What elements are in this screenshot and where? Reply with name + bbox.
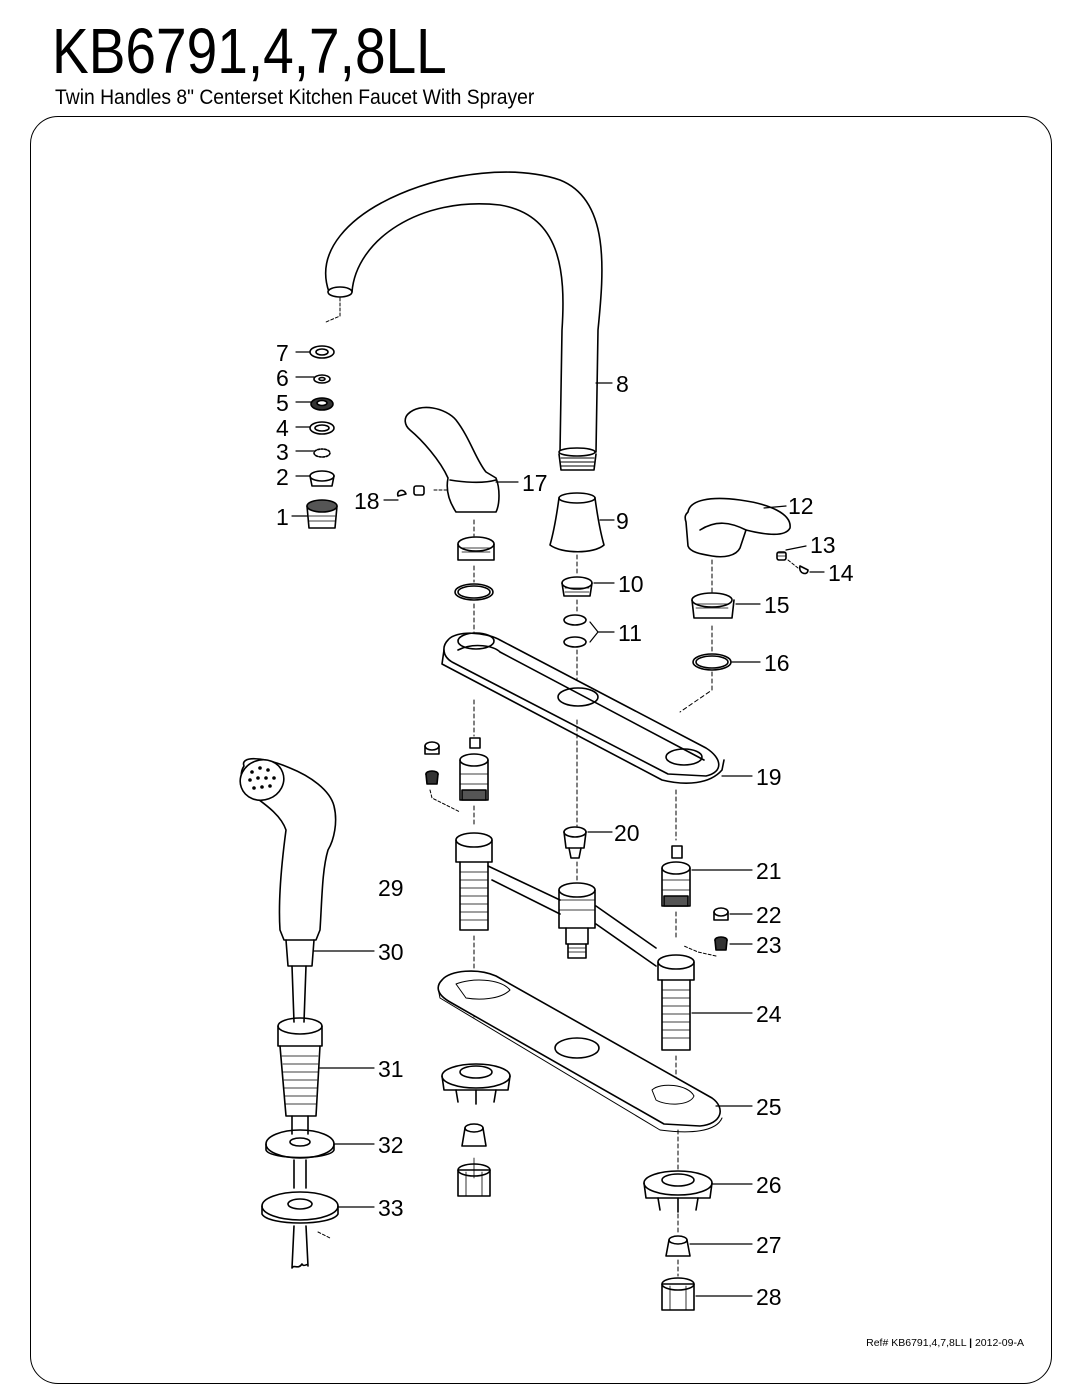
part-label-22: 22 <box>756 902 782 928</box>
leader-lines <box>291 351 825 1297</box>
model-number: KB6791,4,7,8LL <box>52 15 447 87</box>
part-label-14: 14 <box>828 560 854 586</box>
ref-label: Ref# <box>866 1337 889 1349</box>
part-label-17: 17 <box>522 470 548 496</box>
spout-base-drawing <box>549 492 605 691</box>
part-label-5: 5 <box>276 390 289 416</box>
sprayer-drawing <box>239 757 339 1269</box>
part-label-32: 32 <box>378 1132 404 1158</box>
escutcheon-drawing <box>441 632 725 784</box>
ref-date: 2012-09-A <box>974 1337 1024 1349</box>
left-handle-drawing <box>396 406 500 643</box>
reference-footer: Ref# KB6791,4,7,8LL | 2012-09-A <box>866 1337 1024 1349</box>
left-cartridge-drawing <box>424 699 489 827</box>
diverter-drawing <box>563 719 587 881</box>
part-label-11: 11 <box>618 620 642 646</box>
part-label-4: 4 <box>276 415 289 441</box>
part-label-2: 2 <box>276 464 289 490</box>
ref-value: KB6791,4,7,8LL <box>891 1337 967 1349</box>
part-label-7: 7 <box>276 340 289 366</box>
part-label-33: 33 <box>378 1195 404 1221</box>
part-label-27: 27 <box>756 1232 782 1258</box>
base-gasket-drawing <box>437 970 723 1133</box>
part-label-25: 25 <box>756 1094 782 1120</box>
aerator-stack <box>306 345 338 529</box>
part-label-31: 31 <box>378 1056 404 1082</box>
part-label-23: 23 <box>756 932 782 958</box>
part-label-30: 30 <box>378 939 404 965</box>
diagram-subtitle: Twin Handles 8" Centerset Kitchen Faucet… <box>55 86 535 109</box>
part-label-21: 21 <box>756 858 782 884</box>
part-label-29: 29 <box>378 875 404 901</box>
part-label-28: 28 <box>756 1284 782 1310</box>
part-label-8: 8 <box>616 371 629 397</box>
part-label-10: 10 <box>618 571 644 597</box>
part-label-15: 15 <box>764 592 790 618</box>
right-handle-drawing <box>679 497 809 713</box>
gooseneck-spout-drawing <box>325 171 603 471</box>
part-label-6: 6 <box>276 365 289 391</box>
part-label-18: 18 <box>354 488 380 514</box>
diagram-frame <box>30 116 1052 1384</box>
part-label-20: 20 <box>614 820 640 846</box>
part-label-24: 24 <box>756 1001 782 1027</box>
part-label-1: 1 <box>276 504 289 530</box>
ref-separator: | <box>969 1337 973 1349</box>
right-mounting-drawing <box>643 1129 713 1311</box>
part-number-labels: 7 6 5 4 3 2 1 8 17 18 9 10 11 12 13 14 1… <box>276 340 854 1310</box>
right-cartridge-drawing <box>661 789 729 957</box>
part-label-13: 13 <box>810 532 836 558</box>
left-mounting-drawing <box>441 1063 511 1197</box>
part-label-26: 26 <box>756 1172 782 1198</box>
part-label-9: 9 <box>616 508 629 534</box>
part-label-19: 19 <box>756 764 782 790</box>
part-label-12: 12 <box>788 493 814 519</box>
part-label-16: 16 <box>764 650 790 676</box>
part-label-3: 3 <box>276 439 289 465</box>
